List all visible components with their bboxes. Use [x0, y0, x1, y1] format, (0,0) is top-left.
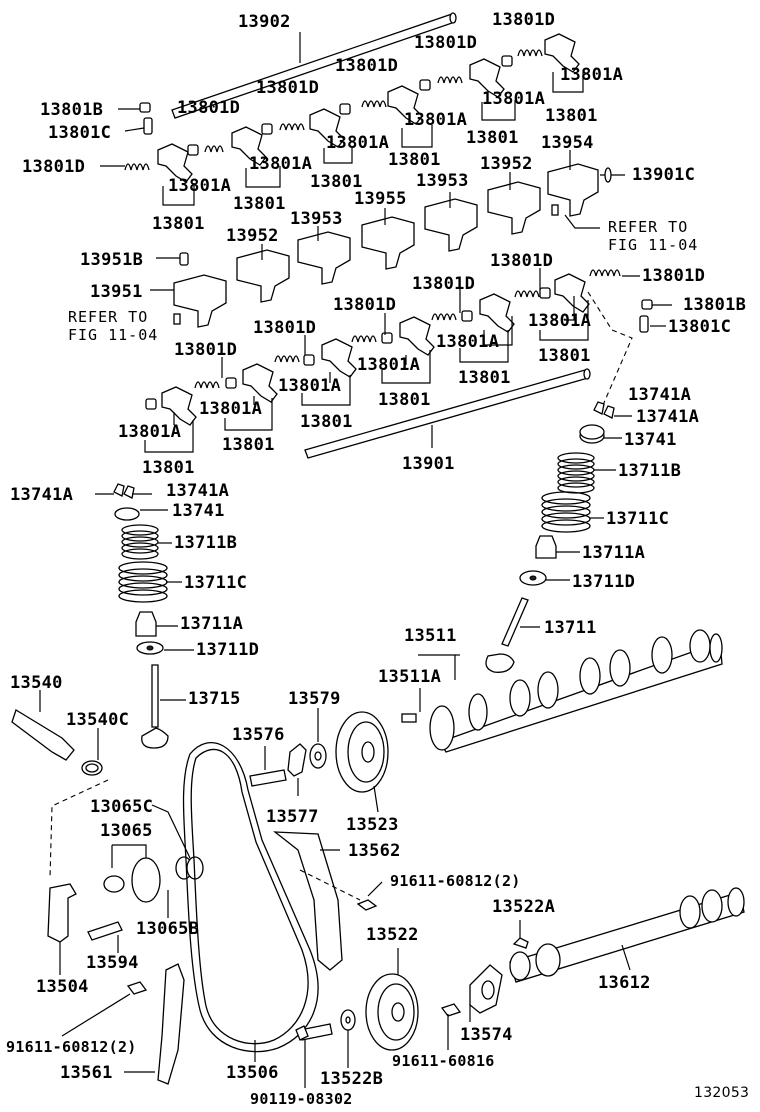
timing-chain	[182, 742, 319, 1053]
exhaust-sprocket	[365, 973, 419, 1051]
chain-guide	[272, 831, 343, 971]
upper-rocker-row	[124, 33, 580, 183]
camshaft	[429, 629, 723, 753]
rocker-shaft-lower	[304, 368, 591, 459]
valve-stack-right	[485, 401, 615, 673]
camshaft-timing-plate	[469, 964, 503, 1014]
chain-damper-lever	[47, 883, 77, 943]
chain-tensioner	[11, 709, 103, 776]
valve-stack-left	[113, 483, 169, 749]
lower-rocker-row	[145, 269, 621, 426]
camshaft-sprocket	[335, 711, 389, 793]
chain-guide-slipper	[157, 963, 185, 1085]
exhaust-camshaft	[509, 887, 745, 983]
rocker-shaft-upper	[171, 12, 457, 119]
camshaft-bearing-caps-upper	[173, 163, 599, 328]
